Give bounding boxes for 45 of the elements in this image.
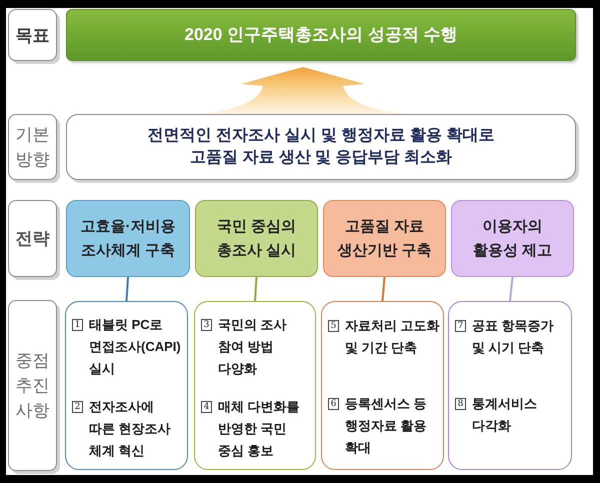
row-heading: 중점 추진 사항 [14, 350, 50, 422]
row-heading-box [8, 300, 57, 471]
connector-line [382, 276, 386, 302]
block-arrow [198, 67, 408, 114]
goal-banner [66, 9, 576, 61]
strategy-box [195, 200, 318, 277]
item-number: 3 [201, 319, 212, 331]
strategy-box [451, 200, 574, 277]
connector-line [126, 276, 129, 302]
direction-box [66, 114, 576, 180]
row-heading-box [8, 9, 57, 61]
action-item-text: 공표 항목증가 및 시기 단축 [472, 317, 555, 357]
action-box [65, 301, 188, 470]
item-number: 6 [328, 398, 339, 410]
connector-line [509, 276, 514, 302]
item-number: 7 [455, 320, 466, 332]
action-item-text: 매체 다변화를 반영한 국민 중심 홍보 [218, 398, 301, 460]
goal-text: 2020 인구주택총조사의 성공적 수행 [184, 24, 458, 46]
connector-line [254, 276, 258, 302]
direction-text: 전면적인 전자조사 실시 및 행정자료 활용 확대로 고품질 자료 생산 및 응답부담 최소화 [146, 126, 496, 168]
row-heading: 전략 [16, 228, 50, 250]
item-number: 8 [455, 398, 466, 410]
row-heading: 목표 [16, 24, 50, 46]
item-number: 5 [328, 320, 339, 332]
row-heading-box [8, 114, 57, 180]
strategy-text: 국민 중심의 총조사 실시 [216, 216, 298, 260]
strategy-text: 고품질 자료 생산기반 구축 [336, 216, 433, 260]
action-item-text: 전자조사에 따른 현장조사 체계 혁신 [89, 398, 172, 460]
action-box [321, 301, 444, 470]
action-item-text: 자료처리 고도화 및 기간 단축 [345, 317, 441, 357]
strategy-text: 이용자의 활용성 제고 [472, 216, 554, 260]
action-box [448, 301, 572, 470]
row-heading-box [8, 200, 57, 277]
action-box [194, 301, 316, 470]
item-number: 2 [72, 401, 83, 413]
strategy-box [323, 200, 446, 277]
item-number: 4 [201, 401, 212, 413]
strategy-text: 고효율·저비용 조사체계 구축 [80, 216, 176, 260]
action-item-text: 국민의 조사 참여 방법 다양화 [218, 316, 288, 378]
row-heading: 기본 방향 [14, 124, 50, 171]
item-number: 1 [72, 319, 83, 331]
action-item-text: 등록센서스 등 행정자료 활용 확대 [345, 395, 428, 457]
action-item-text: 태블릿 PC로 면접조사(CAPI) 실시 [89, 316, 182, 378]
action-item-text: 통계서비스 다각화 [472, 395, 538, 435]
strategy-box [66, 200, 190, 277]
